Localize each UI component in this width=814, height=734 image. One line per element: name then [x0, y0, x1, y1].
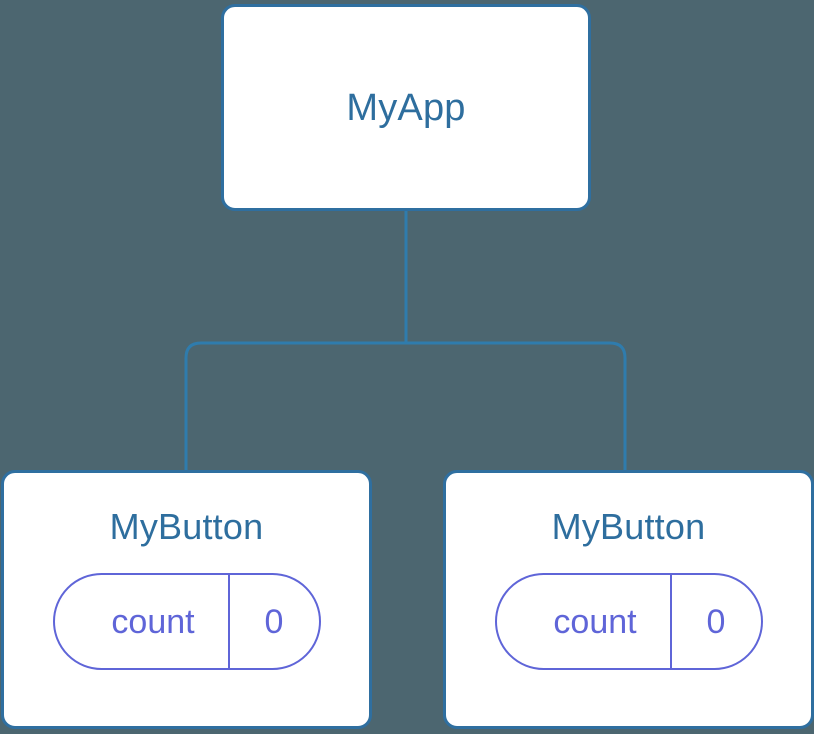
state-value: 0	[227, 575, 319, 668]
state-key: count	[111, 602, 195, 641]
node-title: MyApp	[346, 86, 466, 129]
node-mybutton-0[interactable]: MyButton count 0	[1, 470, 372, 729]
node-title: MyButton	[551, 506, 706, 547]
state-pill[interactable]: count 0	[494, 573, 763, 670]
state-key: count	[553, 602, 637, 641]
state-value: 0	[669, 575, 761, 668]
node-myapp[interactable]: MyApp	[221, 4, 591, 211]
node-mybutton-1[interactable]: MyButton count 0	[443, 470, 814, 729]
node-title: MyButton	[109, 506, 264, 547]
edge-root-to-child-1	[406, 341, 627, 472]
edge-root-to-child-0	[184, 341, 406, 472]
state-pill[interactable]: count 0	[52, 573, 321, 670]
